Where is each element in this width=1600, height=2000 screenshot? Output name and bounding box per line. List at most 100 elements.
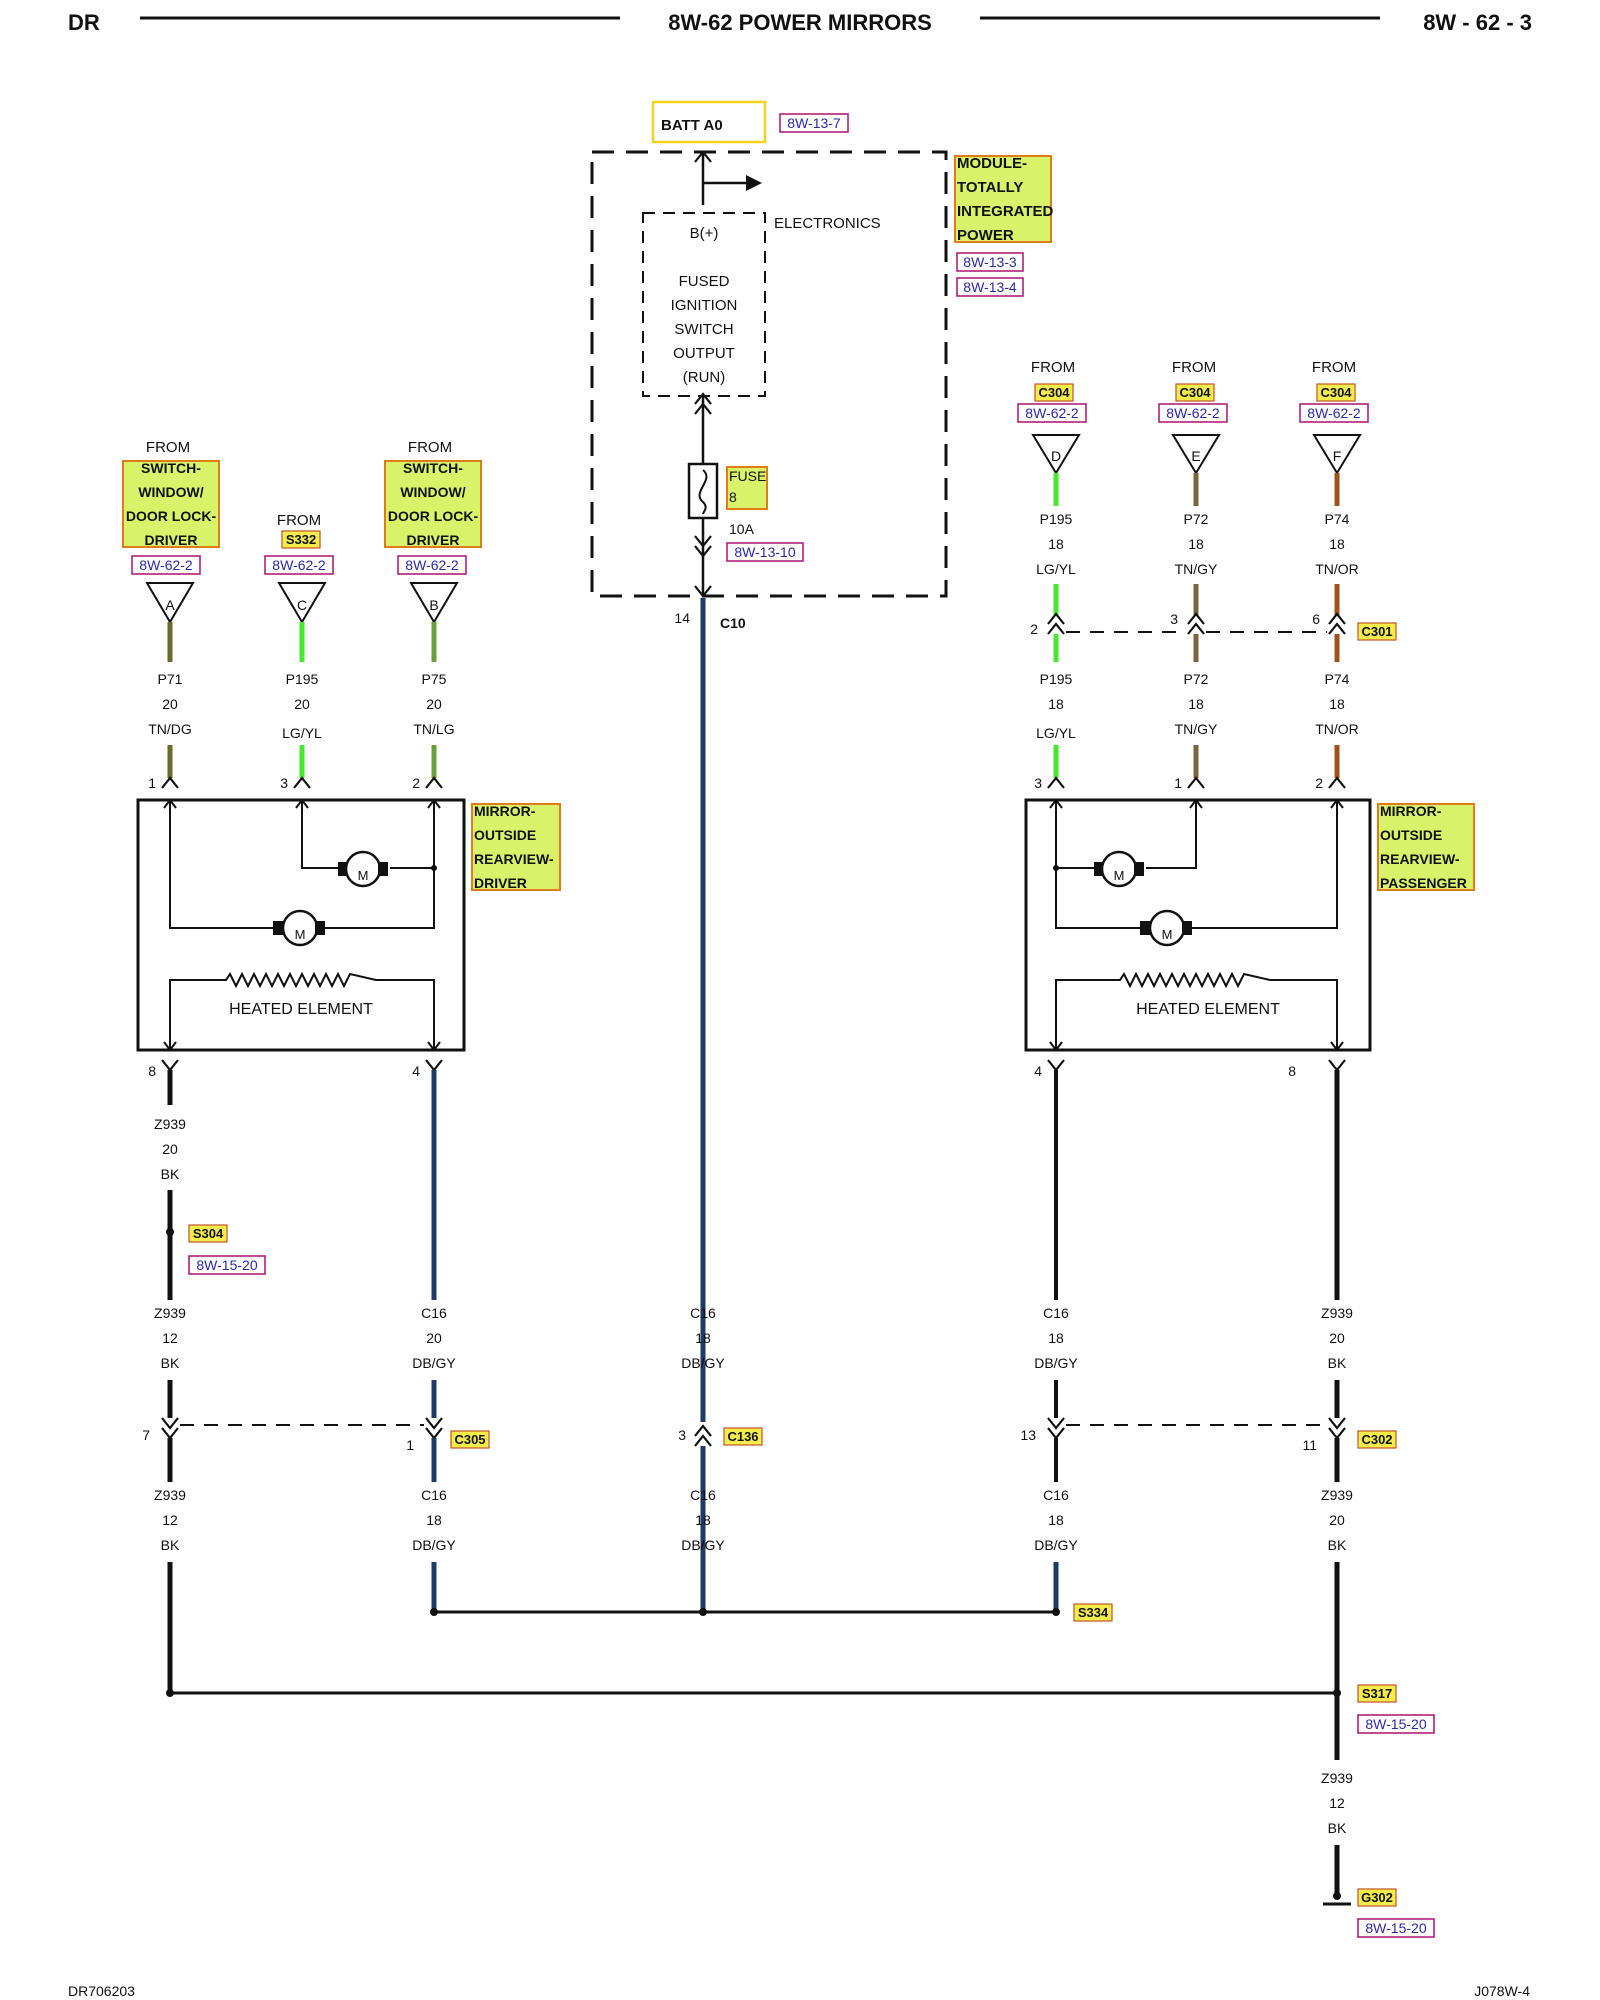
driver-a-ref[interactable]: 8W-62-2 [139, 557, 193, 573]
pass-pin-2: 2 [1315, 775, 1323, 791]
p72-circuit-2: P72 [1184, 671, 1209, 687]
driver-mirror: MIRROR- OUTSIDE REARVIEW- DRIVER M M HEA… [136, 798, 561, 1052]
pass-input-e-letter: E [1191, 448, 1200, 464]
driver-b-ref-box [397, 555, 467, 575]
col2-mid-gauge: 20 [426, 1330, 442, 1346]
col4-mid-color: DB/GY [1034, 1355, 1078, 1371]
g302-label[interactable]: G302 [1361, 1890, 1393, 1905]
driver-pin-8: 8 [148, 1063, 156, 1079]
driver-a-ref-box [131, 555, 201, 575]
driver-mirror-line-4: DRIVER [474, 875, 527, 891]
p74-circuit-2: P74 [1325, 671, 1350, 687]
s304-label[interactable]: S304 [193, 1226, 224, 1241]
s332-box [281, 530, 321, 549]
tipm-label-line-3: INTEGRATED [957, 203, 1054, 220]
p195-pass-circuit-2: P195 [1040, 671, 1073, 687]
c304-e-box [1175, 383, 1215, 402]
tipm-label-box [954, 155, 1052, 243]
c305-pin-7: 7 [142, 1427, 150, 1443]
pass-mirror-line-3: REARVIEW- [1380, 851, 1460, 867]
z939-driver-color: BK [161, 1166, 180, 1182]
c304-d-label: C304 [1038, 385, 1070, 400]
driver-switch-a-line-4: DRIVER [145, 532, 198, 548]
pass-f-ref[interactable]: 8W-62-2 [1307, 405, 1361, 421]
driver-mirror-entry-arrows [163, 798, 441, 809]
ground-wire-gauge: 12 [1329, 1795, 1345, 1811]
driver-mirror-label-box [471, 803, 561, 891]
col1-mid-gauge: 12 [162, 1330, 178, 1346]
fuse-symbol[interactable] [687, 462, 719, 520]
tipm-ref-2[interactable]: 8W-13-4 [963, 279, 1017, 295]
c301-label[interactable]: C301 [1361, 624, 1392, 639]
col4-low-color: DB/GY [1034, 1537, 1078, 1553]
c302-label[interactable]: C302 [1361, 1432, 1392, 1447]
driver-switch-b-line-3: DOOR LOCK- [388, 508, 479, 524]
fuse-element [698, 469, 708, 515]
col1-low-color: BK [161, 1537, 180, 1553]
driver-motor1-brush-right [378, 862, 388, 876]
driver-switch-a-line-3: DOOR LOCK- [126, 508, 217, 524]
ground-wire-circuit: Z939 [1321, 1770, 1353, 1786]
s317-node-2 [1333, 1689, 1341, 1697]
col3-low-gauge: 18 [695, 1512, 711, 1528]
pass-motor2-brush-left [1140, 921, 1150, 935]
batt-a0-label: BATT A0 [661, 117, 723, 134]
p195-driver-gauge: 20 [294, 696, 310, 712]
fused-line-5: (RUN) [683, 369, 726, 386]
col3-mid-gauge: 18 [695, 1330, 711, 1346]
fuse-ref[interactable]: 8W-13-10 [734, 544, 795, 560]
col2-low-gauge: 18 [426, 1512, 442, 1528]
p72-gauge-2: 18 [1188, 696, 1204, 712]
pass-mirror-line-4: PASSENGER [1380, 875, 1467, 891]
p74-color-2: TN/OR [1315, 721, 1359, 737]
pass-motor1-brush-right [1134, 862, 1144, 876]
col4-mid-gauge: 18 [1048, 1330, 1064, 1346]
driver-switch-b-line-1: SWITCH- [403, 460, 463, 476]
s317-ref-box [1357, 1714, 1435, 1734]
driver-heated-element [169, 971, 435, 1050]
c305-label[interactable]: C305 [454, 1432, 485, 1447]
driver-heated-label: HEATED ELEMENT [229, 1001, 373, 1018]
driver-pin-1: 1 [148, 775, 156, 791]
pass-f-ref-box [1299, 403, 1369, 423]
driver-mirror-line-1: MIRROR- [474, 803, 536, 819]
batt-ref[interactable]: 8W-13-7 [787, 115, 841, 131]
driver-c-ref[interactable]: 8W-62-2 [272, 557, 326, 573]
driver-c-ref-box [264, 555, 334, 575]
s304-ref[interactable]: 8W-15-20 [196, 1257, 257, 1273]
passenger-mirror-box[interactable] [1024, 798, 1372, 1052]
p195-driver-color: LG/YL [282, 725, 322, 741]
s317-label[interactable]: S317 [1362, 1686, 1392, 1701]
page-title: 8W-62 POWER MIRRORS [668, 10, 932, 35]
c304-d-box [1034, 383, 1074, 402]
s317-ref[interactable]: 8W-15-20 [1365, 1716, 1426, 1732]
pass-d-ref-box [1017, 403, 1087, 423]
c302-pin-11: 11 [1302, 1437, 1317, 1453]
pass-e-ref[interactable]: 8W-62-2 [1166, 405, 1220, 421]
pass-d-ref[interactable]: 8W-62-2 [1025, 405, 1079, 421]
tipm-dashed-border [590, 150, 948, 598]
p72-gauge: 18 [1188, 536, 1204, 552]
g302-ref[interactable]: 8W-15-20 [1365, 1920, 1426, 1936]
c305-pin-1-connector [425, 1417, 443, 1440]
tipm-ref-1[interactable]: 8W-13-3 [963, 254, 1017, 270]
c301-e-connector [1187, 612, 1205, 635]
col1-low-circuit: Z939 [154, 1487, 186, 1503]
fused-line-2: IGNITION [671, 297, 738, 314]
pass-input-e-connector [1171, 434, 1221, 475]
driver-splice-dot [431, 865, 437, 871]
z939-driver-circuit: Z939 [154, 1116, 186, 1132]
fused-line-3: SWITCH [674, 321, 733, 338]
c136-box [723, 1427, 763, 1446]
s334-label[interactable]: S334 [1078, 1605, 1109, 1620]
s317-box [1357, 1684, 1397, 1703]
fuse-label: FUSE [729, 468, 766, 484]
c302-box [1357, 1430, 1397, 1449]
pass-pin-1: 1 [1174, 775, 1182, 791]
fuse-label-box [726, 466, 768, 510]
s334-node-2 [699, 1608, 707, 1616]
pass-from-d: FROM [1031, 359, 1075, 376]
driver-b-ref[interactable]: 8W-62-2 [405, 557, 459, 573]
c136-connector[interactable] [694, 1424, 712, 1447]
